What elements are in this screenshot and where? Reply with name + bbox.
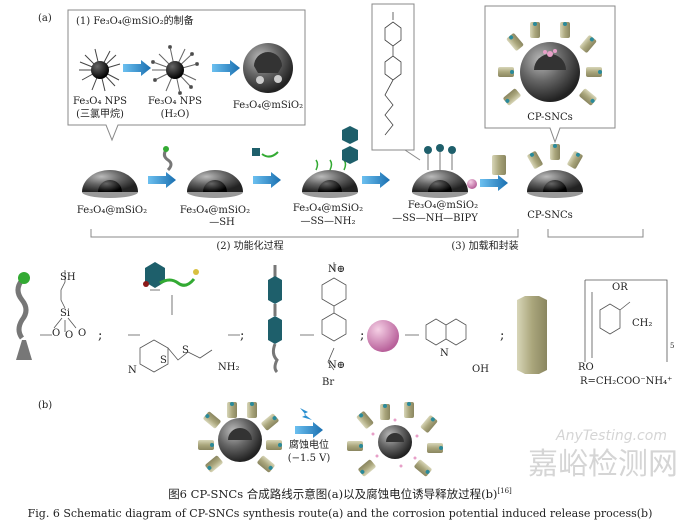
box-fe3o4-preparation [67, 9, 306, 142]
or-label: OR [612, 282, 628, 293]
o-label: O [78, 328, 87, 339]
release-process [198, 402, 443, 477]
arrow-icon [212, 60, 240, 76]
box-cp-sncs [484, 5, 616, 144]
step-label: Fe₃O₄@mSiO₂ [407, 200, 479, 211]
oh-label: OH [472, 364, 489, 375]
si-label: Si [60, 308, 71, 319]
separator: ; [360, 328, 365, 343]
separator: ; [98, 328, 103, 343]
o-label: O [52, 328, 61, 339]
n-label: N [128, 365, 137, 376]
panel-b-label: (b) [38, 400, 53, 411]
repeat-count: 5 [670, 342, 675, 350]
r-definition: R=CH₂COO⁻NH₄⁺ [580, 376, 673, 387]
arrow-icon [123, 60, 151, 76]
box-bipy-structure [371, 3, 421, 161]
particle-chloroform [79, 48, 121, 92]
caption-reference: [16] [497, 487, 512, 496]
box1-item-sublabel: (三氯甲烷) [76, 109, 124, 120]
box1-item-sublabel: (H₂O) [160, 109, 190, 120]
box1-item-label: Fe₃O₄@mSiO₂ [232, 100, 304, 111]
step-sublabel: —SS—NH₂ [300, 216, 356, 227]
cp-sncs-box-label: CP-SNCs [527, 112, 573, 123]
step-label: CP-SNCs [527, 210, 573, 221]
s-label: S [160, 355, 167, 366]
sh-label: SH [60, 272, 76, 283]
step-label: Fe₃O₄@mSiO₂ [179, 205, 251, 216]
n-plus-label: N⊕ [328, 264, 346, 275]
box1-item-label: Fe₃O₄ NPS [147, 96, 203, 107]
particle-fe3o4-msio2 [243, 43, 293, 93]
caption-cn-text: 图6 CP-SNCs 合成路线示意图(a)以及腐蚀电位诱导释放过程(b) [168, 487, 498, 501]
stage3-label: (3) 加载和封装 [451, 241, 519, 252]
n-label: N [440, 348, 449, 359]
caption-cn: 图6 CP-SNCs 合成路线示意图(a)以及腐蚀电位诱导释放过程(b)[16] [0, 486, 680, 502]
caption-en: Fig. 6 Schematic diagram of CP-SNCs synt… [27, 507, 653, 520]
br-label: Br [322, 377, 335, 388]
step-sublabel: —SS—NH—BIPY [392, 213, 478, 224]
watermark-en: AnyTesting.com [556, 428, 667, 444]
panel-a-label: (a) [38, 13, 52, 24]
step-label: Fe₃O₄@mSiO₂ [76, 205, 148, 216]
separator: ; [240, 328, 245, 343]
corrosion-potential-label: 腐蚀电位 [289, 440, 329, 451]
particle-water [151, 45, 199, 95]
voltage-label: (−1.5 V) [287, 453, 331, 464]
box1-item-label: Fe₃O₄ NPS [72, 96, 128, 107]
step-label: Fe₃O₄@mSiO₂ [292, 203, 364, 214]
stage2-label: (2) 功能化过程 [216, 241, 284, 252]
ch2-label: CH₂ [632, 318, 653, 329]
nh2-label: NH₂ [218, 362, 240, 373]
o-label: O [65, 330, 74, 341]
step-sublabel: —SH [209, 217, 235, 228]
arrow-icon [295, 422, 323, 438]
component-structures [15, 262, 668, 374]
ro-label: RO [578, 362, 594, 373]
lightning-icon [300, 408, 312, 420]
watermark-cn: 嘉峪检测网 [528, 447, 678, 482]
synthesis-steps [82, 126, 644, 238]
s-label: S [182, 345, 189, 356]
n-plus-label: N⊕ [328, 360, 346, 371]
separator: ; [500, 328, 505, 343]
box1-title: (1) Fe₃O₄@mSiO₂的制备 [76, 16, 194, 27]
